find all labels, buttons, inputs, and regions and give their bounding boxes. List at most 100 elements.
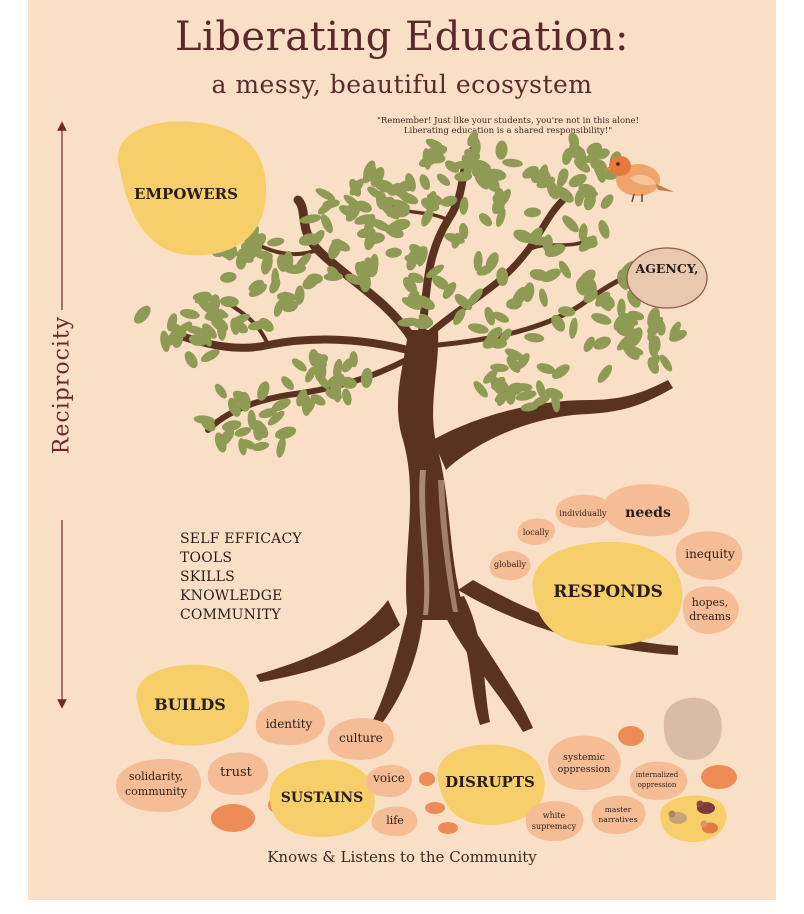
leaf (426, 193, 443, 206)
internalized-oppression-blob (629, 761, 688, 800)
leaf (342, 388, 352, 406)
leaf (536, 380, 546, 399)
leaf (444, 233, 465, 244)
master-narratives-label: narratives (599, 815, 638, 824)
disrupts-label: DISRUPTS (445, 773, 535, 791)
accent-blob-5 (438, 822, 458, 834)
leaf (574, 189, 585, 207)
leaf (532, 394, 550, 407)
leaf (221, 420, 242, 432)
leaf (578, 223, 588, 242)
leaf (184, 351, 198, 369)
leaf (172, 331, 184, 348)
leaf (285, 264, 307, 274)
empowers-blob (117, 121, 267, 256)
leaf (504, 348, 525, 361)
leaf (499, 328, 512, 343)
leaf (558, 306, 576, 317)
leaf (648, 336, 659, 358)
leaf (486, 327, 503, 342)
leaf (415, 295, 435, 310)
leaf (562, 215, 579, 233)
leaf (485, 168, 507, 181)
leaf (472, 163, 489, 175)
leaf (385, 247, 402, 258)
leaf (623, 345, 644, 356)
disrupts-blob (437, 744, 545, 825)
leaf (291, 358, 307, 372)
leaf (647, 324, 659, 341)
leaf (491, 376, 506, 390)
leaf (436, 173, 451, 186)
locally-blob (517, 518, 556, 546)
leaf (179, 309, 200, 319)
leaf (426, 264, 445, 279)
quote-text: "Remember! Just like your students, you'… (377, 116, 639, 136)
leaf (355, 200, 372, 213)
leaf (276, 437, 286, 458)
word-skills: SKILLS (180, 569, 235, 585)
leaf (453, 308, 466, 326)
leaf (363, 213, 376, 235)
leaf (515, 390, 537, 401)
leaf (238, 438, 247, 456)
leaf (496, 267, 509, 287)
leaf (345, 273, 363, 285)
accent-blob-6 (618, 726, 644, 746)
solidarity-blob (116, 758, 202, 812)
leaf (479, 172, 494, 190)
leaf (495, 208, 506, 227)
reciprocity-label: Reciprocity (49, 315, 75, 455)
leaf (220, 272, 237, 283)
accent-blob-7 (701, 765, 737, 789)
solidarity-label: solidarity, (129, 770, 183, 783)
leaf (399, 192, 419, 205)
leaf (220, 296, 239, 308)
systemic-label: systemic (563, 752, 605, 763)
leaf (558, 260, 572, 279)
leaf (267, 410, 285, 426)
needs-blob (602, 484, 690, 537)
leaf (305, 366, 316, 383)
leaf (398, 180, 416, 192)
individually-label: individually (559, 509, 607, 518)
leaf (444, 160, 460, 173)
leaf (320, 214, 333, 234)
leaf (188, 333, 207, 345)
leaf (484, 306, 496, 326)
life-label: life (386, 814, 404, 827)
leaf (275, 426, 297, 440)
leaf (492, 311, 510, 323)
leaf (551, 392, 561, 413)
leaf (281, 376, 294, 390)
locally-label: locally (523, 528, 550, 537)
bottom-caption: Knows & Listens to the Community (267, 848, 537, 866)
leaf (331, 239, 351, 252)
leaf (282, 300, 299, 313)
leaf (388, 220, 407, 230)
sustains-blob (269, 759, 375, 837)
page-subtitle: a messy, beautiful ecosystem (211, 70, 593, 99)
leaf (331, 381, 342, 403)
leaf (310, 394, 326, 406)
accent-blob-1 (211, 804, 255, 832)
leaf (524, 332, 545, 343)
leaf (308, 349, 320, 368)
master-label: master (605, 805, 632, 814)
leaf (569, 317, 578, 339)
leaf (200, 349, 220, 363)
leaf (578, 235, 597, 252)
leaf (583, 336, 595, 352)
leaf (476, 264, 494, 276)
white-supremacy-blob (525, 801, 584, 842)
hopes-label: hopes, (692, 596, 728, 609)
leaf (552, 364, 570, 379)
leaf (271, 398, 291, 412)
agency-label: AGENCY, (635, 261, 699, 276)
leaf (367, 186, 383, 199)
leaf (459, 223, 469, 240)
tree-word-list: SELF EFFICACY TOOLS SKILLS KNOWLEDGE COM… (180, 530, 302, 625)
leaf (237, 252, 254, 263)
inequity-blob (675, 531, 743, 580)
leaf (200, 327, 212, 347)
